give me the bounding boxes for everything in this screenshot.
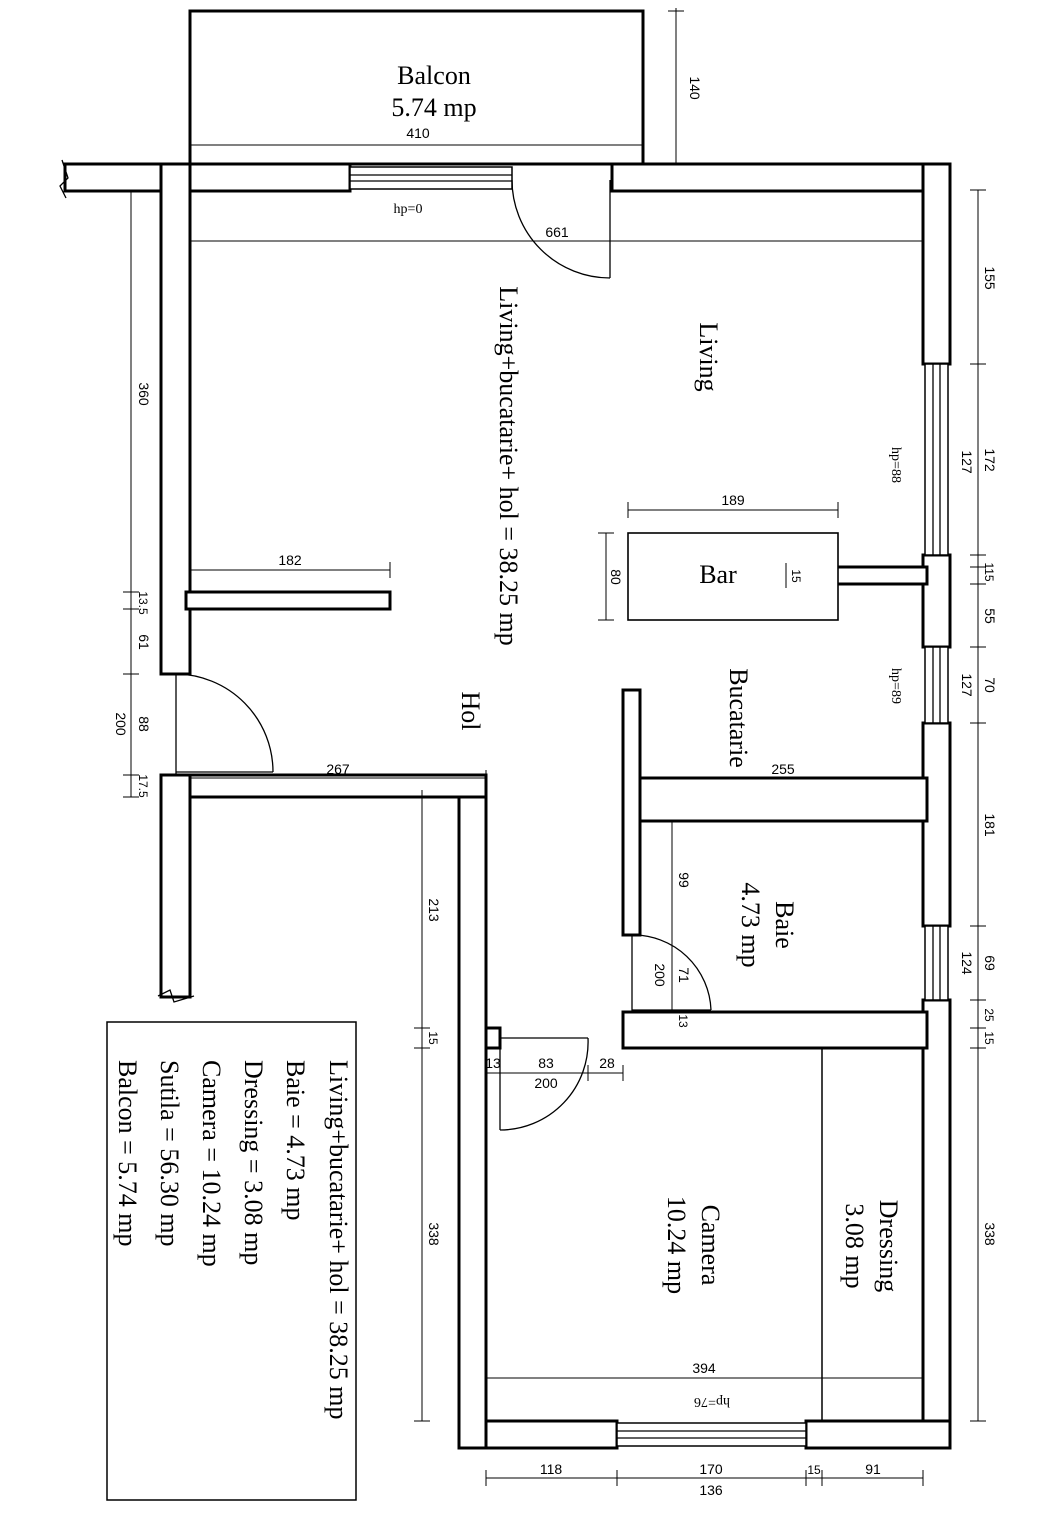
dim-28: 28 [599, 1055, 615, 1071]
living-label: Living [694, 322, 723, 391]
dim-127b: 127 [959, 673, 975, 697]
dim-394: 394 [692, 1360, 716, 1376]
legend-box [106, 1021, 357, 1501]
baie-name: Baie [770, 901, 799, 949]
dim-338-right: 338 [982, 1222, 998, 1246]
dim-410: 410 [406, 125, 430, 141]
wall-left-lower [159, 773, 192, 999]
wall-door-jamb [484, 1026, 502, 1050]
dim-181: 181 [982, 813, 998, 837]
legend-line-2: Baie = 4.73 mp [281, 1060, 310, 1221]
legend-line-5: Sutila = 56.30 mp [155, 1060, 184, 1247]
dim-15-middle: 15 [426, 1031, 440, 1045]
dim-182: 182 [278, 552, 302, 568]
dim-360: 360 [136, 382, 152, 406]
dressing-area: 3.08 mp [840, 1203, 869, 1288]
hp-camera: hp=76 [694, 1394, 730, 1409]
camera-area: 10.24 mp [662, 1196, 691, 1294]
wall-kitchen-left [621, 688, 642, 937]
balcony-name: Balcon [397, 61, 471, 90]
dim-13-baie: 13 [676, 1014, 690, 1028]
camera-door-swing [499, 1037, 589, 1131]
wall-hol-stub [184, 590, 392, 611]
dim-200-left: 200 [113, 712, 129, 736]
bath-door-swing [631, 934, 712, 1011]
wall-kitchen-bottom [638, 776, 929, 823]
dim-170: 170 [699, 1461, 723, 1477]
wall-right-4 [921, 998, 952, 1450]
dim-99: 99 [676, 872, 692, 888]
dim-17-5: 17.5 [136, 774, 150, 798]
bar-counter [627, 532, 839, 621]
dim-136: 136 [699, 1482, 723, 1498]
dim-25: 25 [982, 1008, 996, 1022]
dim-80: 80 [608, 569, 624, 585]
entrance-door-swing [175, 673, 274, 773]
dim-13: 13 [485, 1055, 501, 1071]
wall-right-1 [921, 162, 952, 366]
balcony-outline [188, 9, 645, 166]
dim-127a: 127 [959, 450, 975, 474]
dim-69: 69 [982, 955, 998, 971]
wall-top-left [63, 162, 352, 193]
kitchen-window [924, 646, 949, 724]
baie-area: 4.73 mp [736, 882, 765, 967]
dim-61: 61 [136, 634, 152, 650]
balcony-area: 5.74 mp [391, 93, 476, 122]
hp-living: hp=88 [888, 447, 903, 483]
dim-83: 83 [538, 1055, 554, 1071]
camera-name: Camera [696, 1205, 725, 1286]
dim-155: 155 [982, 266, 998, 290]
dressing-name: Dressing [874, 1200, 903, 1292]
legend-line-4: Camera = 10.24 mp [197, 1060, 226, 1267]
hol-label: Hol [456, 692, 485, 731]
dim-200-baie: 200 [652, 963, 668, 987]
wall-right-3 [921, 721, 952, 928]
balcony-door-swing [511, 179, 611, 279]
dim-71: 71 [676, 967, 692, 983]
bar-label: Bar [699, 560, 737, 589]
dim-172: 172 [982, 448, 998, 472]
wall-break-top [59, 159, 69, 199]
living-bucatarie-hol-label: Living+bucatarie+ hol = 38.25 mp [494, 286, 523, 646]
camera-window [616, 1422, 807, 1447]
dim-189: 189 [721, 492, 745, 508]
living-window [924, 363, 949, 556]
wall-break-bottom [157, 989, 195, 1003]
hp-balcony: hp=0 [394, 202, 423, 217]
hp-kitchen: hp=89 [888, 668, 903, 704]
legend-line-6: Balcon = 5.74 mp [113, 1060, 142, 1247]
dim-267: 267 [326, 761, 350, 777]
dim-115: 115 [982, 562, 996, 581]
legend-line-1: Living+bucatarie+ hol = 38.25 mp [324, 1060, 353, 1420]
wall-bath-bottom [621, 1010, 929, 1050]
dim-55: 55 [982, 608, 998, 624]
dim-661: 661 [545, 224, 569, 240]
dim-13-5: 13.5 [136, 591, 150, 615]
wall-bottom-right [804, 1419, 952, 1450]
dim-255: 255 [771, 761, 795, 777]
dim-15-right: 15 [982, 1031, 996, 1045]
balcony-door-frame [349, 166, 513, 190]
dim-91: 91 [865, 1461, 881, 1477]
dim-124: 124 [959, 951, 975, 975]
bath-window [924, 925, 949, 1001]
dim-118: 118 [540, 1461, 563, 1477]
dim-70: 70 [982, 677, 998, 693]
dim-338-middle: 338 [426, 1222, 442, 1246]
wall-top-right [610, 162, 952, 193]
dim-200-camera: 200 [534, 1075, 558, 1091]
wall-camera-left [457, 791, 488, 1450]
dim-213: 213 [426, 898, 442, 922]
legend-line-3: Dressing = 3.08 mp [239, 1060, 268, 1265]
dim-15-bottom: 15 [807, 1463, 821, 1477]
dim-15-bar: 15 [789, 569, 803, 583]
dim-140: 140 [687, 76, 703, 100]
dim-88: 88 [136, 716, 152, 732]
bucatarie-label: Bucatarie [724, 668, 753, 768]
